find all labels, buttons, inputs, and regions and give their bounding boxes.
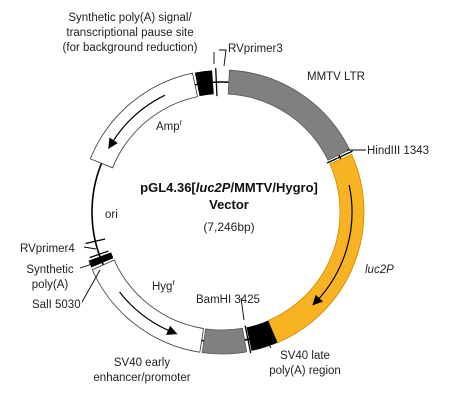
mmtv-label: MMTV LTR xyxy=(307,71,365,83)
sali-tick xyxy=(89,250,109,259)
sv40-late-polya-block xyxy=(246,320,278,351)
rvprimer4-tick xyxy=(85,238,106,245)
sv40-late-leader xyxy=(261,331,272,349)
pause-label-line3: (for background reduction) xyxy=(63,42,198,54)
luc2p-label: luc2P xyxy=(365,264,394,276)
hygromycin-resistance-arc xyxy=(91,259,204,353)
hyg-arrowhead xyxy=(166,325,178,335)
luc2p-arrowhead xyxy=(312,294,324,306)
amp-label: Ampr xyxy=(156,118,183,133)
pause-label-line2: transcriptional pause site xyxy=(66,27,193,39)
hyg-label: Hygr xyxy=(152,278,175,293)
bamhi-label: BamHI 3425 xyxy=(196,294,260,306)
hindiii-label: HindIII 1343 xyxy=(367,145,429,157)
rvprimer4-label: RVprimer4 xyxy=(20,243,75,255)
leader-lines xyxy=(79,49,366,349)
amp-arrowhead xyxy=(108,137,118,149)
sv40-early-promoter-arc xyxy=(201,327,248,355)
bamhi-tick xyxy=(244,325,252,354)
rvprimer3-tick xyxy=(215,68,218,97)
sv40-late-label-line1: SV40 late xyxy=(280,350,330,362)
rvprimer3-leader xyxy=(219,49,227,67)
synthetic-polya-label-line1: Synthetic xyxy=(26,264,74,276)
bamhi-leader xyxy=(240,297,245,321)
hyg-direction-arrow xyxy=(119,291,172,333)
amp-resistance-arc xyxy=(89,72,198,169)
vector-title-line2: Vector xyxy=(209,197,249,212)
mmtv-ltr-arc xyxy=(227,69,351,161)
synthetic-polya-block xyxy=(88,252,114,268)
vector-title: pGL4.36[luc2P/MMTV/Hygro] xyxy=(140,180,318,195)
sali-leader xyxy=(81,269,101,303)
site-ticks xyxy=(85,68,353,354)
rvprimer4-leader xyxy=(83,246,97,250)
sv40-late-label-line2: poly(A) region xyxy=(269,365,341,377)
amp-direction-arrow xyxy=(111,94,166,144)
luc2p-direction-arrow xyxy=(318,184,353,300)
rvprimer3-label: RVprimer3 xyxy=(228,43,283,55)
sv40-early-label-line1: SV40 early xyxy=(114,357,171,369)
pause-label-line1: Synthetic poly(A) signal/ xyxy=(68,12,192,24)
sv40-early-label-line2: enhancer/promoter xyxy=(93,372,190,384)
synthetic-pause-site-block xyxy=(194,70,214,97)
vector-size: (7,246bp) xyxy=(203,220,254,234)
hindiii-tick xyxy=(326,150,353,164)
synthetic-polya-leader xyxy=(79,261,99,269)
ori-label: ori xyxy=(105,209,118,221)
sali-label: SalI 5030 xyxy=(32,299,81,311)
synthetic-polya-label-line2: poly(A) xyxy=(32,279,69,291)
